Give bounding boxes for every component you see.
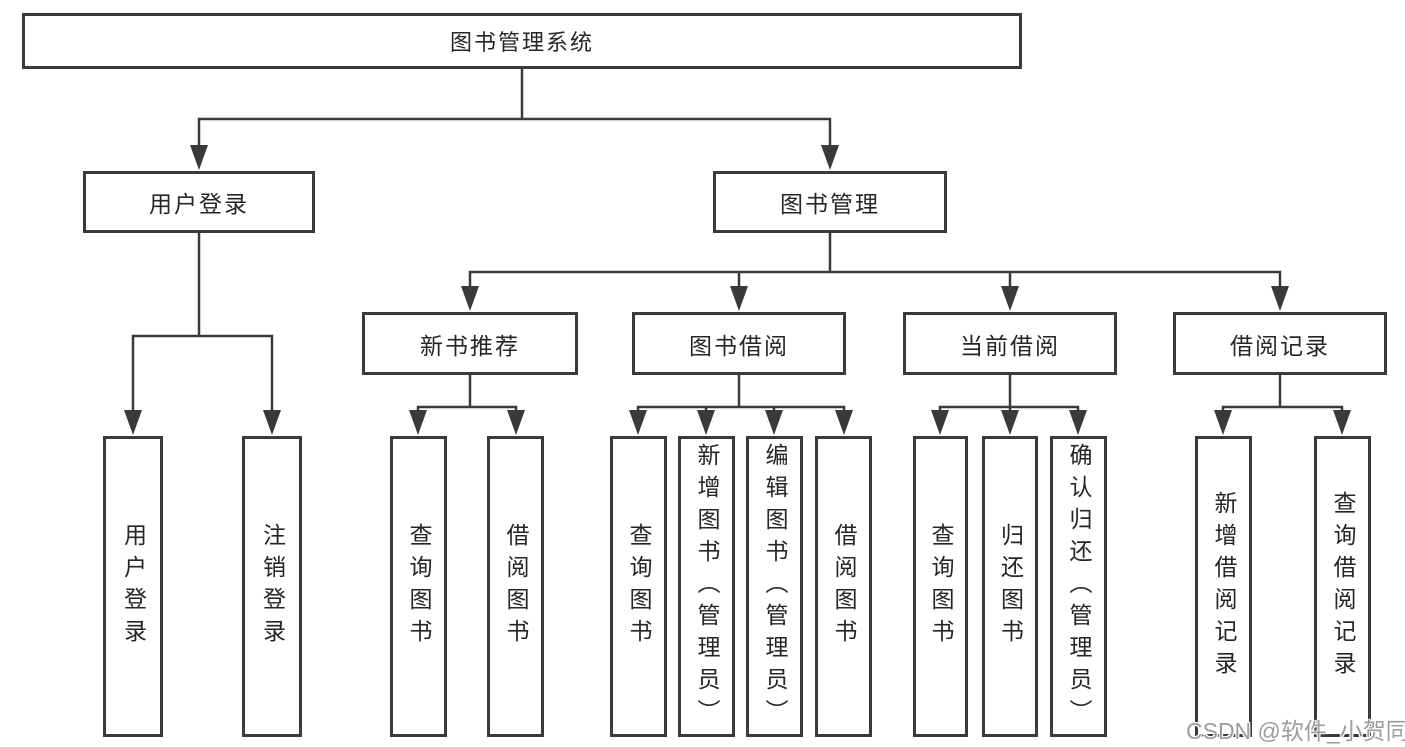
node-user-login-label: 用户登录 [149,191,249,217]
node-new-book-recommend-label: 新书推荐 [420,332,520,359]
leaf-return-books-label: 归还图书 [997,522,1024,651]
leaf-return-books: 归还图书 [982,436,1038,737]
leaf-logout-label: 注销登录 [259,522,286,651]
node-user-login: 用户登录 [83,171,315,233]
leaf-recommend-query-books-label: 查询图书 [406,522,432,651]
leaf-query-borrow-record: 查询借阅记录 [1314,436,1371,737]
node-borrowing-records-label: 借阅记录 [1230,332,1330,359]
leaf-add-borrow-record-label: 新增借阅记录 [1211,490,1237,683]
leaf-recommend-borrow-books: 借阅图书 [487,436,544,737]
node-book-borrowing: 图书借阅 [632,312,846,375]
node-borrowing-records: 借阅记录 [1173,312,1387,375]
leaf-recommend-query-books: 查询图书 [390,436,447,737]
leaf-edit-book-admin: 编辑图书（管理员） [746,436,803,737]
leaf-add-book-admin-label: 新增图书（管理员） [694,442,720,731]
node-current-borrowing-label: 当前借阅 [960,332,1060,359]
leaf-logout: 注销登录 [242,436,302,737]
csdn-watermark: CSDN @软件_小贺同学 [1186,718,1405,744]
leaf-add-borrow-record: 新增借阅记录 [1195,436,1252,737]
leaf-confirm-return-admin: 确认归还（管理员） [1050,436,1107,737]
node-book-borrowing-label: 图书借阅 [689,332,789,359]
leaf-edit-book-admin-label: 编辑图书（管理员） [762,442,788,731]
node-library-system: 图书管理系统 [22,13,1022,69]
leaf-confirm-return-admin-label: 确认归还（管理员） [1066,442,1092,731]
leaf-add-book-admin: 新增图书（管理员） [678,436,735,737]
leaf-query-borrow-record-label: 查询借阅记录 [1330,490,1356,683]
leaf-current-query-books: 查询图书 [913,436,968,737]
leaf-borrowing-query-books: 查询图书 [610,436,667,737]
leaf-user-login-label: 用户登录 [120,522,147,651]
node-library-system-label: 图书管理系统 [449,30,594,55]
leaf-borrowing-borrow-books: 借阅图书 [815,436,872,737]
leaf-borrowing-borrow-books-label: 借阅图书 [831,522,857,651]
leaf-recommend-borrow-books-label: 借阅图书 [503,522,529,651]
leaf-user-login: 用户登录 [103,436,163,737]
node-new-book-recommend: 新书推荐 [362,312,578,375]
leaf-borrowing-query-books-label: 查询图书 [626,522,652,651]
leaf-current-query-books-label: 查询图书 [928,522,954,651]
node-book-management: 图书管理 [713,171,947,233]
node-current-borrowing: 当前借阅 [903,312,1117,375]
node-book-management-label: 图书管理 [780,191,880,217]
